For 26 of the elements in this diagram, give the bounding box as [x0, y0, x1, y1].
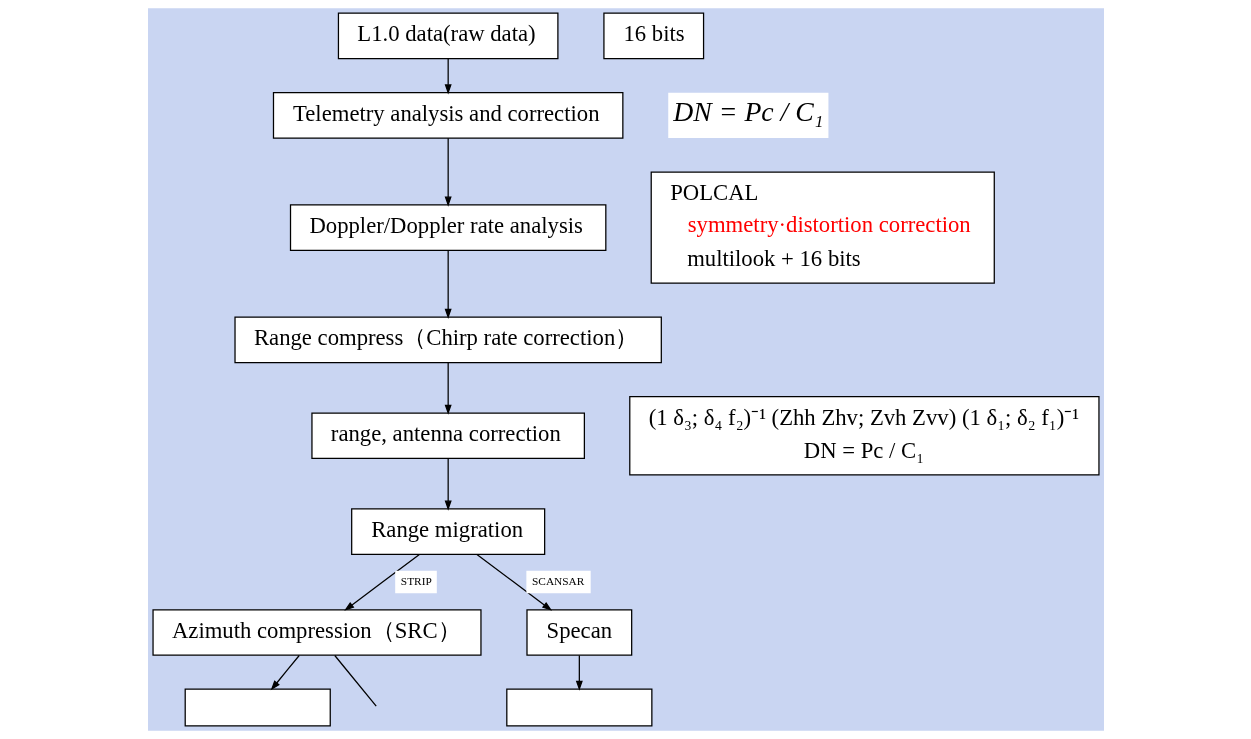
node-box: Azimuth compression（SRC）: [151, 609, 482, 656]
arrow: [444, 249, 452, 319]
node-box: Telemetry analysis and correction: [272, 92, 623, 139]
arrow: [475, 553, 552, 611]
arrow: [444, 458, 452, 511]
node-box: L1.0 data(raw data): [337, 12, 558, 60]
arrow: [444, 58, 452, 95]
node-box: range, antenna correction: [310, 412, 585, 460]
node-box: [505, 688, 652, 727]
node-box: Range migration: [350, 508, 545, 555]
node-box: POLCAL symmetry·distortion correction multilook + 16 bits: [650, 171, 995, 284]
edge-label: SCANSAR: [531, 574, 584, 587]
node-box: Specan: [525, 609, 632, 656]
node-box: 16 bits: [602, 12, 704, 60]
node-box: (1 δ₃; δ₄ f₂)⁻¹ (Zhh Zhv; Zvh Zvv) (1 δ₁; δ₂ f₁)⁻¹ DN = Pc / C₁: [628, 396, 1100, 476]
node-box: Range compress（Chirp rate correction）: [233, 316, 662, 364]
arrow: [270, 654, 300, 691]
label: DN = Pc / C₁: [672, 96, 823, 128]
arrow: [444, 362, 452, 415]
node-box: Doppler/Doppler rate analysis: [289, 204, 606, 251]
arrow: [444, 137, 452, 207]
arrow: [343, 553, 420, 611]
arrow: [575, 654, 583, 691]
connector: [333, 654, 377, 707]
edge-label: STRIP: [400, 574, 432, 587]
node-box: [184, 688, 331, 727]
